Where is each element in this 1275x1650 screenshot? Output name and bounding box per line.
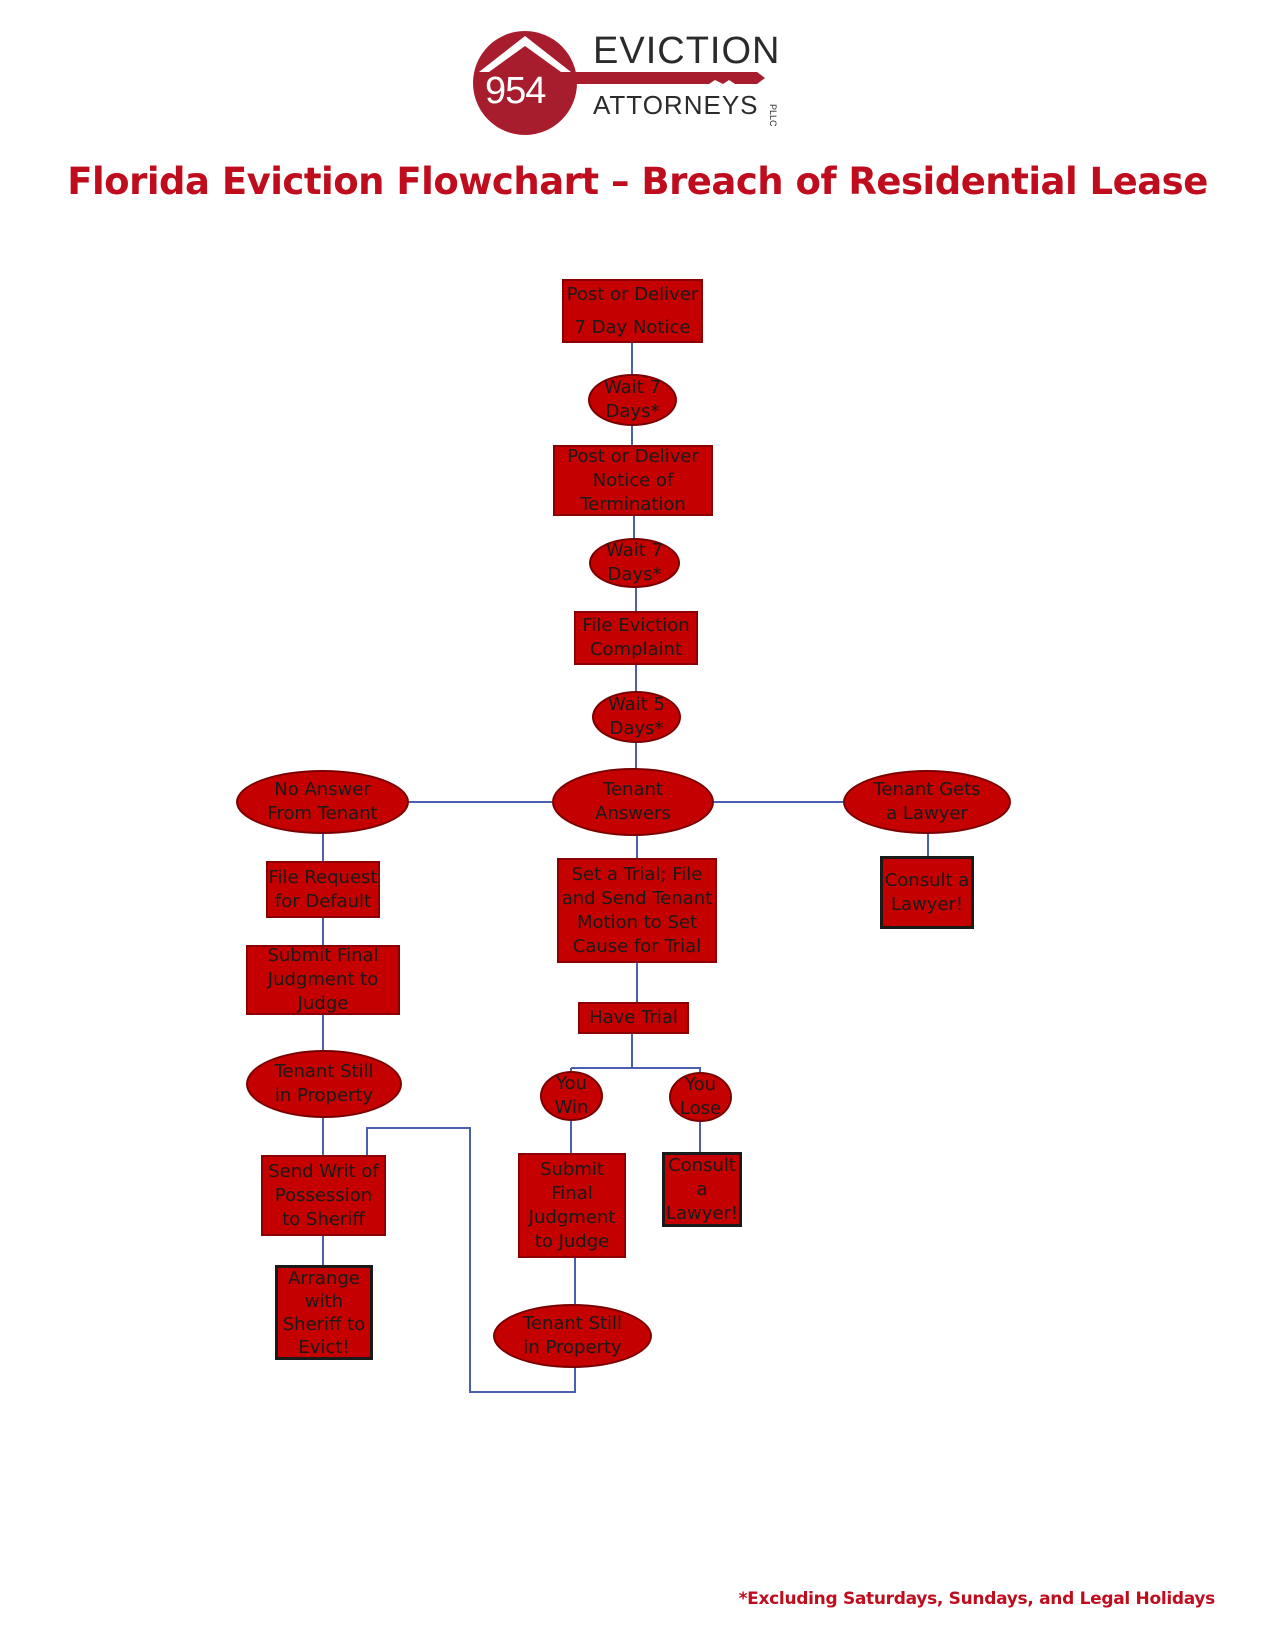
post-7-day-notice-box: Post or Deliver 7 Day Notice: [562, 279, 703, 343]
company-logo: 954 EVICTION ATTORNEYS PLLC: [465, 28, 815, 138]
submit-final-judgment-box-left: Submit Final Judgment to Judge: [246, 945, 400, 1015]
tenant-still-in-property-oval-left: Tenant Still in Property: [246, 1050, 402, 1118]
page-title: Florida Eviction Flowchart – Breach of R…: [67, 160, 1208, 203]
consult-lawyer-box-middle: Consult a Lawyer!: [662, 1152, 742, 1227]
house-key-logo-icon: [473, 31, 765, 135]
send-writ-of-possession-box: Send Writ of Possession to Sheriff: [261, 1155, 386, 1236]
file-request-for-default-box: File Request for Default: [266, 861, 380, 918]
set-a-trial-box: Set a Trial; File and Send Tenant Motion…: [557, 858, 717, 963]
wait-5-days-oval: Wait 5 Days*: [592, 691, 681, 743]
arrange-with-sheriff-box: Arrange with Sheriff to Evict!: [275, 1265, 373, 1360]
have-trial-box: Have Trial: [578, 1002, 689, 1034]
connector-line: [631, 1034, 701, 1072]
connector-line: [366, 1127, 576, 1393]
no-answer-from-tenant-oval: No Answer From Tenant: [236, 770, 409, 834]
wait-7-days-oval-2: Wait 7 Days*: [589, 538, 680, 588]
logo-number: 954: [485, 70, 546, 112]
you-lose-oval: You Lose: [669, 1072, 732, 1122]
tenant-still-in-property-oval-middle: Tenant Still in Property: [493, 1304, 652, 1368]
post-notice-of-termination-box: Post or Deliver Notice of Termination: [553, 445, 713, 516]
tenant-answers-oval: Tenant Answers: [552, 768, 714, 836]
footnote: *Excluding Saturdays, Sundays, and Legal…: [738, 1589, 1216, 1609]
consult-lawyer-box-right: Consult a Lawyer!: [880, 856, 974, 929]
submit-final-judgment-box-middle: Submit Final Judgment to Judge: [518, 1153, 626, 1258]
file-eviction-complaint-box: File Eviction Complaint: [574, 611, 698, 665]
you-win-oval: You Win: [540, 1071, 603, 1121]
wait-7-days-oval: Wait 7 Days*: [588, 374, 677, 426]
logo-word-eviction: EVICTION: [593, 30, 781, 72]
tenant-gets-a-lawyer-oval: Tenant Gets a Lawyer: [843, 770, 1011, 834]
logo-word-attorneys: ATTORNEYS: [593, 90, 759, 120]
